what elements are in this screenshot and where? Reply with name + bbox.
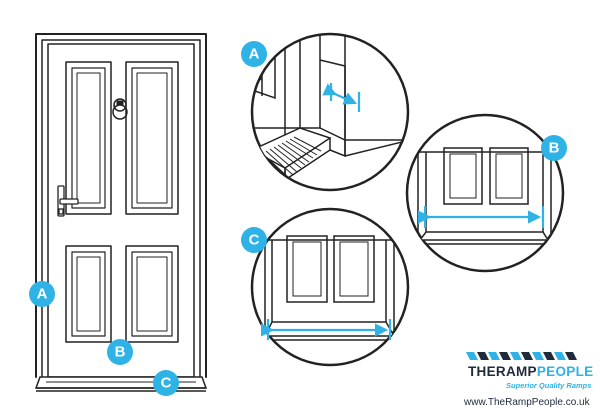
brand-name: THERAMPPEOPLE (468, 364, 593, 379)
detail-circle-a (250, 32, 410, 192)
badge-a-label: A (249, 46, 260, 63)
badge-a-detail: A (241, 41, 267, 67)
badge-b-label: B (549, 140, 560, 157)
measurement-arrow-c (261, 319, 392, 340)
measurement-arrow-a (322, 83, 361, 112)
brand-name-part1: THERAMP (468, 364, 537, 379)
badge-a-door: A (29, 281, 55, 307)
door-knocker-icon (112, 98, 128, 120)
badge-b-door: B (107, 339, 133, 365)
badge-a-door-label: A (37, 286, 48, 303)
door-handle-icon (57, 185, 79, 217)
website-url[interactable]: www.TheRampPeople.co.uk (464, 397, 590, 408)
measurement-arrow-b (418, 206, 545, 228)
badge-b-detail: B (541, 135, 567, 161)
brand-name-part2: PEOPLE (536, 364, 594, 379)
badge-c-label: C (249, 232, 260, 249)
badge-c-door-label: C (161, 375, 172, 392)
main-door (35, 33, 207, 378)
door-ramp (34, 376, 208, 392)
badge-c-detail: C (241, 227, 267, 253)
badge-c-door: C (153, 370, 179, 396)
detail-circle-c (250, 207, 410, 367)
badge-b-door-label: B (115, 344, 126, 361)
ramp-people-logo-icon (466, 352, 577, 360)
brand-tagline: Superior Quality Ramps (506, 381, 592, 390)
